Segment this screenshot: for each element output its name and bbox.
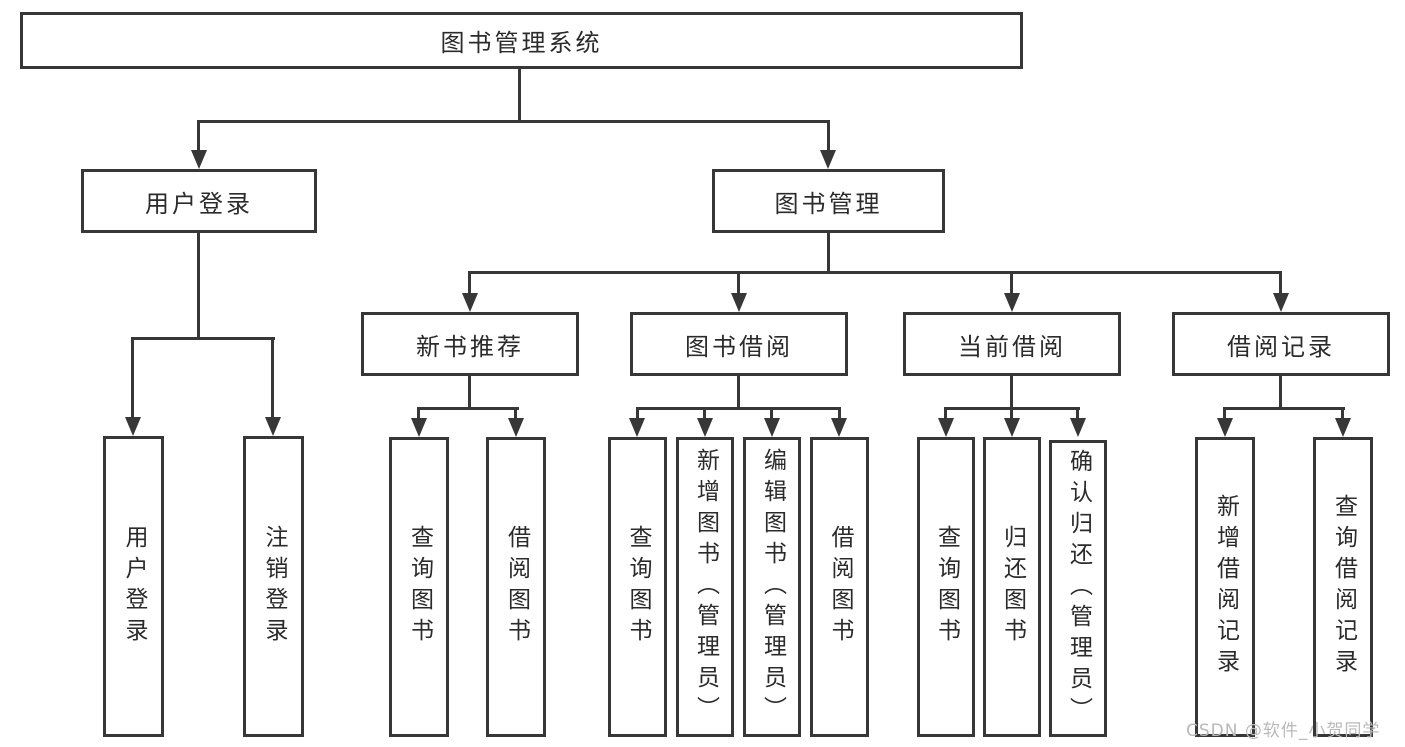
node-label: 图书管理系统: [440, 29, 603, 57]
connector-user-login-hline: [131, 337, 275, 340]
node-label: 借阅图书: [827, 525, 853, 649]
connector-book-mgmt-stem: [827, 120, 830, 152]
node-label: 新书推荐: [416, 332, 524, 361]
arrowhead-icon: [820, 150, 836, 169]
arrowhead-icon: [1273, 293, 1289, 312]
connector-group-hline: [636, 407, 841, 410]
leaf-query-books: 查询图书: [389, 437, 449, 737]
node-label: 注销登录: [261, 524, 287, 649]
arrowhead-icon: [764, 418, 780, 437]
arrowhead-icon: [1004, 418, 1020, 437]
arrowhead-icon: [508, 418, 524, 437]
arrowhead-icon: [831, 418, 847, 437]
node-label: 当前借阅: [958, 332, 1066, 361]
leaf-query-books: 查询图书: [608, 437, 667, 737]
connector-leaf-stem: [636, 407, 639, 420]
node-label: 查询借阅记录: [1330, 494, 1357, 680]
connector-level1-hline: [197, 120, 830, 123]
node-label: 新增借阅记录: [1212, 494, 1239, 680]
csdn-watermark: CSDN @软件_小贺同学: [1186, 721, 1381, 741]
connector-group-hline: [1223, 407, 1345, 410]
node-label: 查询图书: [933, 525, 960, 649]
arrowhead-icon: [1217, 418, 1233, 437]
leaf-borrow-books: 借阅图书: [810, 437, 869, 737]
connector-group-stem: [1010, 376, 1013, 407]
connector-group-stem: [737, 376, 740, 407]
leaf-add-book-admin: 新增图书（管理员）: [676, 437, 734, 737]
connector-level3-hline: [468, 271, 1282, 274]
connector-leaf-stem: [1223, 407, 1226, 420]
node-label: 编辑图书（管理员）: [759, 447, 786, 727]
arrowhead-icon: [938, 418, 954, 437]
node-label: 查询图书: [625, 525, 651, 649]
connector-book-mgmt-down: [827, 233, 830, 271]
node-label: 查询图书: [406, 525, 433, 649]
connector-group-stem: [1279, 376, 1282, 407]
arrowhead-icon: [731, 293, 747, 312]
arrowhead-icon: [411, 418, 427, 437]
connector-leaf-stem: [1341, 407, 1344, 420]
connector-user-login-stem: [197, 120, 200, 152]
connector-leaf-stem: [737, 271, 740, 295]
connector-root-stem: [518, 69, 521, 120]
arrowhead-icon: [1070, 418, 1086, 437]
connector-leaf-stem: [1076, 407, 1079, 420]
connector-leaf-stem: [514, 407, 517, 420]
connector-leaf-stem: [944, 407, 947, 420]
leaf-borrow-books: 借阅图书: [486, 437, 546, 737]
connector-leaf-stem: [131, 337, 134, 419]
connector-leaf-stem: [1279, 271, 1282, 295]
arrowhead-icon: [265, 417, 281, 436]
node-label: 确认归还（管理员）: [1065, 449, 1092, 728]
leaf-query-borrow-record: 查询借阅记录: [1313, 437, 1373, 737]
arrowhead-icon: [1004, 293, 1020, 312]
connector-leaf-stem: [271, 337, 274, 419]
node-label: 借阅记录: [1227, 332, 1335, 361]
arrowhead-icon: [462, 293, 478, 312]
node-user-login: 用户登录: [81, 169, 317, 233]
node-label: 图书管理: [774, 189, 883, 218]
node-current-borrowing: 当前借阅: [903, 312, 1121, 376]
arrowhead-icon: [125, 417, 141, 436]
leaf-user-login: 用户登录: [103, 436, 164, 737]
node-label: 图书借阅: [685, 332, 793, 361]
arrowhead-icon: [191, 150, 207, 169]
arrowhead-icon: [697, 418, 713, 437]
connector-group-hline: [417, 407, 519, 410]
connector-leaf-stem: [1010, 407, 1013, 420]
node-book-borrowing: 图书借阅: [630, 312, 848, 376]
node-label: 借阅图书: [503, 525, 530, 649]
leaf-return-books: 归还图书: [983, 437, 1041, 737]
connector-leaf-stem: [468, 271, 471, 295]
leaf-logout: 注销登录: [243, 436, 304, 737]
connector-leaf-stem: [838, 407, 841, 420]
connector-leaf-stem: [770, 407, 773, 420]
node-borrowing-records: 借阅记录: [1172, 312, 1390, 376]
leaf-add-borrow-record: 新增借阅记录: [1195, 437, 1255, 737]
arrowhead-icon: [1335, 418, 1351, 437]
connector-group-stem: [468, 376, 471, 407]
node-book-management: 图书管理: [712, 169, 945, 233]
leaf-edit-book-admin: 编辑图书（管理员）: [743, 437, 801, 737]
node-label: 用户登录: [145, 189, 253, 218]
connector-leaf-stem: [1010, 271, 1013, 295]
node-label: 归还图书: [999, 525, 1026, 649]
node-library-management-system: 图书管理系统: [20, 12, 1023, 69]
node-label: 用户登录: [121, 524, 147, 649]
leaf-query-books: 查询图书: [917, 437, 975, 737]
connector-leaf-stem: [703, 407, 706, 420]
arrowhead-icon: [629, 418, 645, 437]
node-label: 新增图书（管理员）: [692, 447, 719, 727]
node-new-book-recommend: 新书推荐: [361, 312, 579, 376]
connector-leaf-stem: [417, 407, 420, 420]
connector-user-login-down: [197, 233, 200, 337]
leaf-confirm-return-admin: 确认归还（管理员）: [1049, 440, 1107, 737]
